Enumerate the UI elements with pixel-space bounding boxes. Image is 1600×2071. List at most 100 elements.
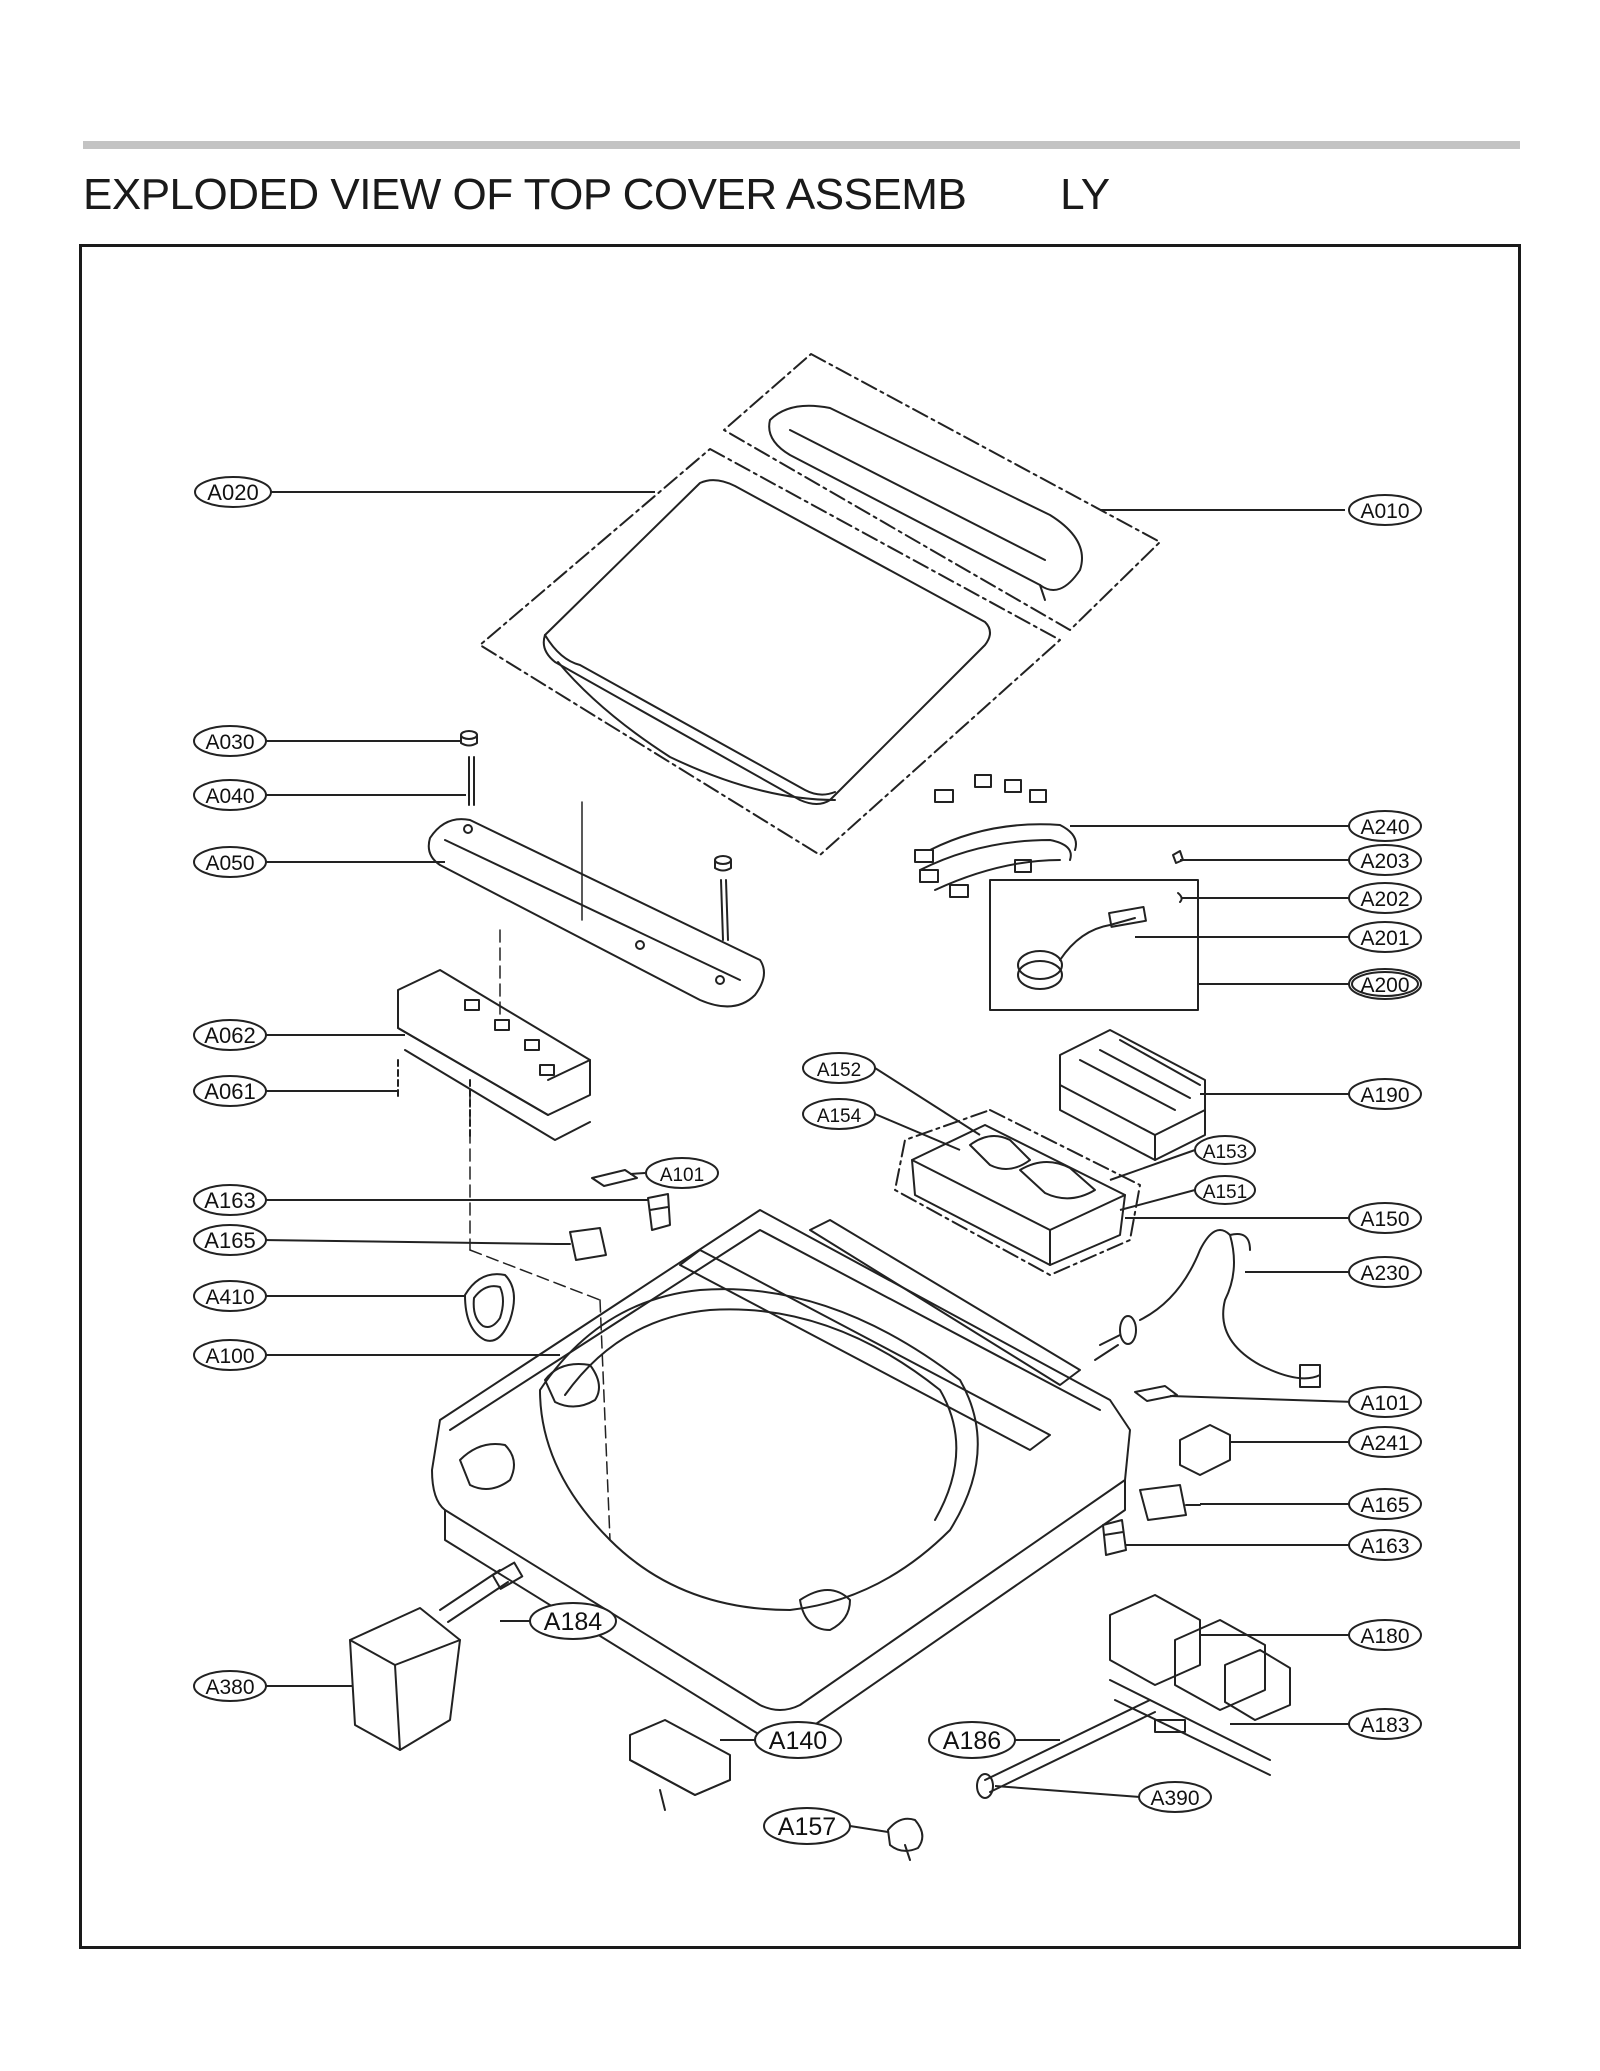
door-lock-switch-part	[629, 1719, 731, 1811]
svg-text:A240: A240	[1360, 816, 1409, 839]
svg-text:A165: A165	[204, 1228, 255, 1253]
svg-text:A390: A390	[1150, 1787, 1199, 1810]
svg-text:A186: A186	[943, 1727, 1001, 1755]
pressure-switch-part	[989, 850, 1199, 1011]
callout-a163-right: A163	[1348, 1529, 1422, 1561]
dispenser-part	[894, 1109, 1141, 1276]
callout-a186: A186	[928, 1721, 1016, 1759]
water-box-part	[1059, 1029, 1206, 1161]
svg-text:A241: A241	[1360, 1432, 1409, 1455]
svg-text:A201: A201	[1360, 927, 1409, 950]
callout-a201: A201	[1348, 921, 1422, 953]
callout-a152: A152	[802, 1052, 876, 1084]
page-title: EXPLODED VIEW OF TOP COVER ASSEMB LY	[83, 170, 1110, 219]
diagram-frame	[79, 244, 1521, 1949]
callout-a010: A010	[1348, 494, 1422, 526]
hose-part	[984, 1699, 1156, 1793]
callout-a183: A183	[1348, 1708, 1422, 1740]
svg-text:A410: A410	[205, 1286, 254, 1309]
svg-text:A020: A020	[207, 480, 258, 505]
callout-a150: A150	[1348, 1202, 1422, 1234]
svg-text:A190: A190	[1360, 1084, 1409, 1107]
callout-a101-left: A101	[645, 1157, 719, 1189]
svg-text:A180: A180	[1360, 1625, 1409, 1648]
callout-a151: A151	[1194, 1175, 1256, 1205]
leader-lines	[261, 491, 1356, 1833]
callout-a184: A184	[529, 1602, 617, 1640]
callout-a062: A062	[193, 1019, 267, 1051]
callout-a101-right: A101	[1348, 1386, 1422, 1418]
svg-text:A062: A062	[204, 1023, 255, 1048]
callout-a202: A202	[1348, 882, 1422, 914]
control-panel-cover-part	[427, 801, 765, 1008]
lock-part-right	[1139, 1484, 1201, 1521]
lock-part-left	[555, 1227, 607, 1261]
svg-text:A163: A163	[1360, 1535, 1409, 1558]
svg-text:A140: A140	[769, 1727, 827, 1755]
callout-a203: A203	[1348, 844, 1422, 876]
svg-text:A101: A101	[660, 1165, 704, 1186]
callout-a157: A157	[763, 1807, 851, 1845]
callout-a380: A380	[193, 1670, 267, 1702]
svg-text:A184: A184	[544, 1608, 602, 1636]
cap-bolt-parts	[460, 730, 732, 941]
wire-harness-part	[914, 774, 1077, 898]
power-cord-part	[1094, 1229, 1321, 1388]
svg-text:A200: A200	[1360, 974, 1409, 997]
svg-text:A152: A152	[817, 1060, 861, 1081]
callout-a200: A200	[1348, 968, 1422, 1000]
callout-a180: A180	[1348, 1619, 1422, 1651]
svg-text:A150: A150	[1360, 1208, 1409, 1231]
gasket-part	[464, 1273, 515, 1342]
noise-filter-part	[1179, 1424, 1231, 1476]
svg-text:A202: A202	[1360, 888, 1409, 911]
callout-a390: A390	[1138, 1781, 1212, 1813]
hose-end-part	[976, 1773, 994, 1799]
svg-text:A157: A157	[778, 1813, 836, 1841]
callout-a050: A050	[193, 846, 267, 878]
svg-text:A153: A153	[1203, 1142, 1247, 1163]
callout-a241: A241	[1348, 1426, 1422, 1458]
svg-text:A230: A230	[1360, 1262, 1409, 1285]
svg-text:A010: A010	[1360, 500, 1409, 523]
svg-text:A203: A203	[1360, 850, 1409, 873]
svg-text:A380: A380	[205, 1676, 254, 1699]
svg-text:A030: A030	[205, 731, 254, 754]
svg-text:A101: A101	[1360, 1392, 1409, 1415]
main-pcb-part	[397, 969, 591, 1141]
svg-text:A151: A151	[1203, 1182, 1247, 1203]
svg-text:A165: A165	[1360, 1494, 1409, 1517]
assembly-guides	[469, 929, 611, 1541]
svg-text:A040: A040	[205, 785, 254, 808]
svg-text:A061: A061	[204, 1079, 255, 1104]
switch-part-left	[647, 1193, 671, 1231]
switch-part-right	[1102, 1519, 1127, 1556]
svg-text:A100: A100	[205, 1345, 254, 1368]
lid-handle-part	[723, 353, 1161, 631]
svg-text:A163: A163	[204, 1188, 255, 1213]
callout-a030: A030	[193, 725, 267, 757]
callout-a165-left: A165	[193, 1224, 267, 1256]
svg-text:A154: A154	[817, 1106, 862, 1127]
callout-a061: A061	[193, 1075, 267, 1107]
callout-a040: A040	[193, 779, 267, 811]
callout-a153: A153	[1194, 1135, 1256, 1165]
callout-a140: A140	[754, 1721, 842, 1759]
callout-a154: A154	[802, 1098, 876, 1130]
clip-part-left	[591, 1169, 638, 1187]
callout-a020: A020	[194, 476, 272, 508]
title-rule	[83, 141, 1520, 149]
clip-part-right	[1134, 1385, 1178, 1402]
inlet-valve-part	[1109, 1594, 1291, 1776]
callout-a410: A410	[193, 1280, 267, 1312]
top-cover-main-part	[431, 1209, 1131, 1741]
callout-a240: A240	[1348, 810, 1422, 842]
callout-a165-right: A165	[1348, 1488, 1422, 1520]
svg-text:A183: A183	[1360, 1714, 1409, 1737]
funnel-part	[887, 1817, 924, 1861]
svg-text:A050: A050	[205, 852, 254, 875]
callout-a100: A100	[193, 1339, 267, 1371]
lid-glass-part	[479, 448, 1061, 856]
duct-part	[349, 1561, 524, 1751]
